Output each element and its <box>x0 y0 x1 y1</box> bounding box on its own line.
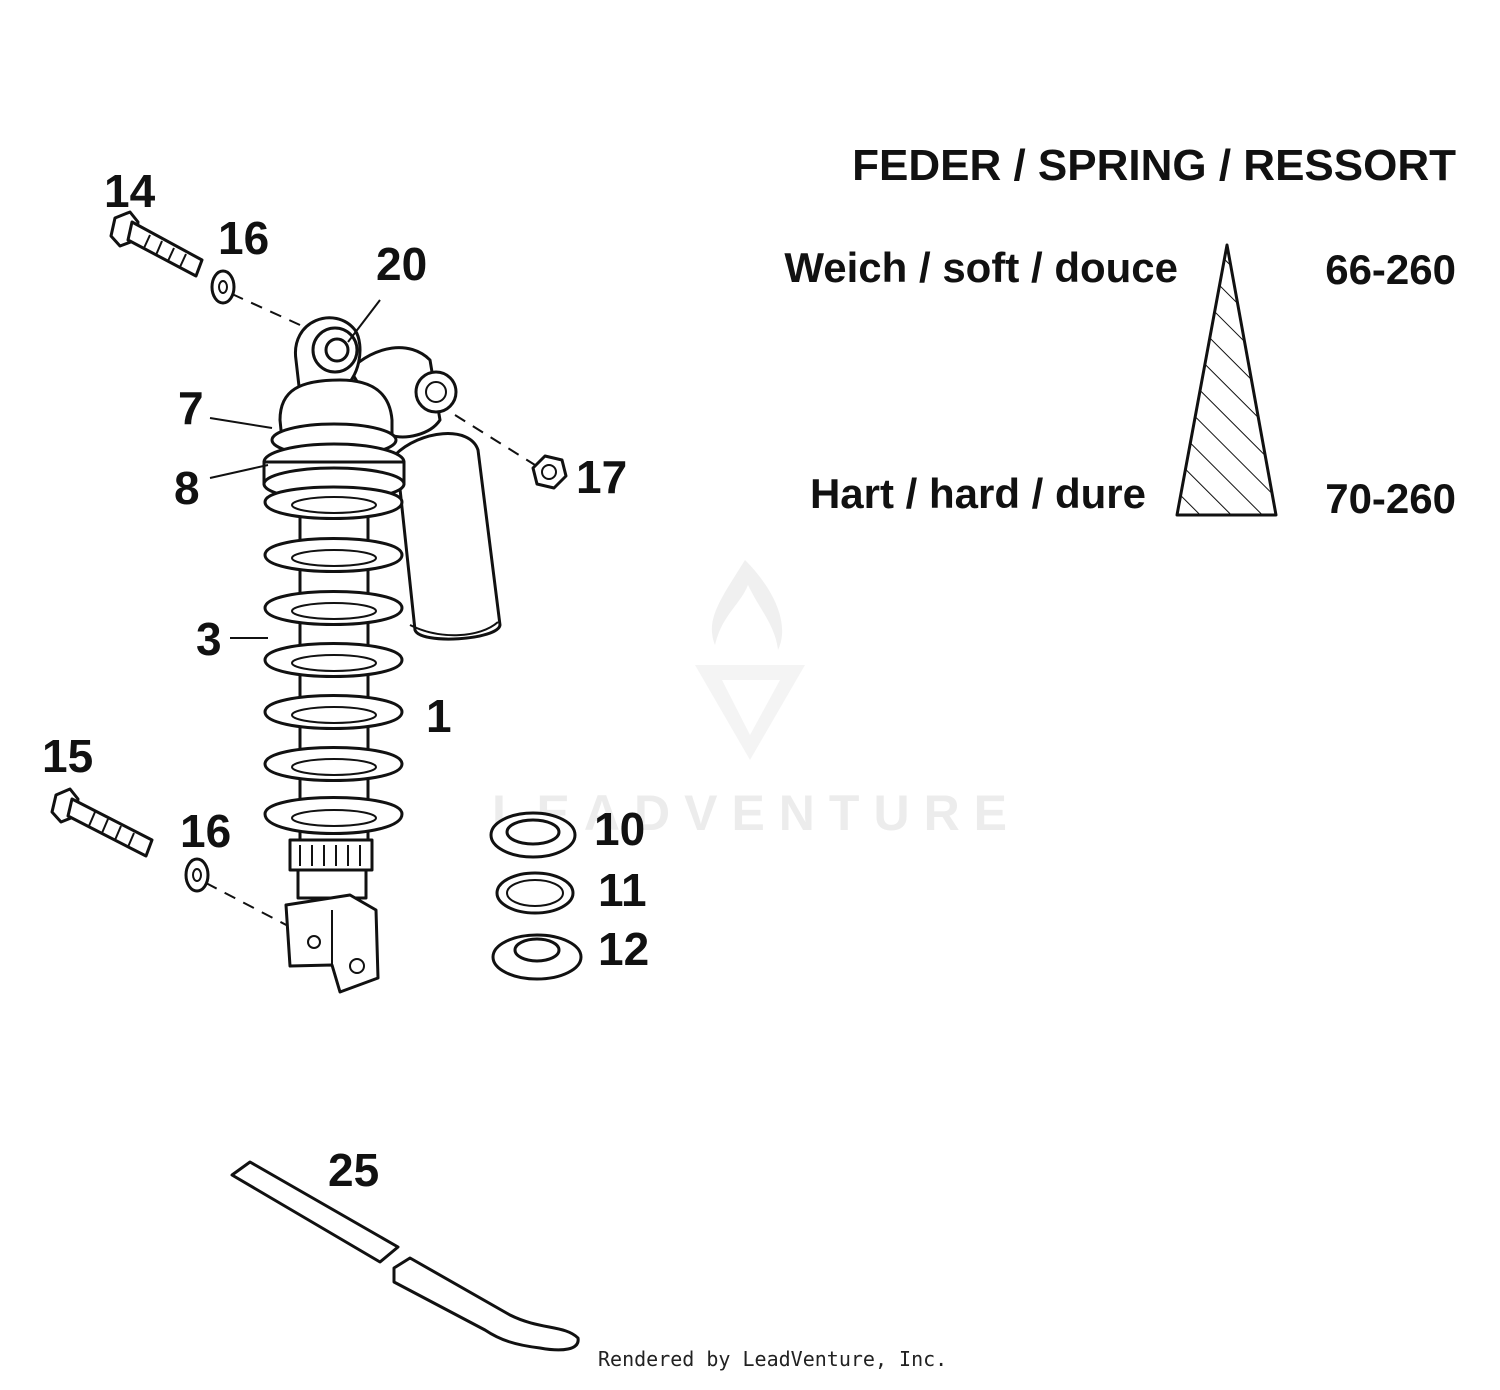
callout-20: 20 <box>376 238 427 290</box>
ring-12 <box>491 933 583 981</box>
callout-7: 7 <box>178 382 204 434</box>
soft-label: Weich / soft / douce <box>784 244 1178 291</box>
footer-credit: Rendered by LeadVenture, Inc. <box>598 1347 947 1371</box>
callout-14: 14 <box>104 165 156 217</box>
callout-1: 1 <box>426 690 452 742</box>
watermark-text: LEADVENTURE <box>492 785 1021 841</box>
leader-8 <box>209 464 269 479</box>
spring-rate-triangle <box>1175 243 1278 517</box>
nut-17 <box>531 454 568 490</box>
callout-16-upper: 16 <box>218 212 269 264</box>
callout-17: 17 <box>576 451 627 503</box>
callout-8: 8 <box>174 462 200 514</box>
ring-10 <box>489 811 577 859</box>
callout-16-lower: 16 <box>180 805 231 857</box>
assembly-line-lower <box>205 882 293 929</box>
assembly-line-nut <box>454 414 536 466</box>
leader-20 <box>347 299 381 343</box>
hard-value: 70-260 <box>1325 475 1456 522</box>
hook-spanner-25 <box>230 1160 580 1352</box>
soft-value: 66-260 <box>1325 246 1456 293</box>
bolt-14 <box>109 210 204 278</box>
watermark-logo <box>695 560 805 760</box>
legend-title: FEDER / SPRING / RESSORT <box>852 141 1456 190</box>
callout-25: 25 <box>328 1144 379 1196</box>
callout-10: 10 <box>594 803 645 855</box>
spring-3 <box>263 485 404 842</box>
callout-12: 12 <box>598 923 649 975</box>
hard-label: Hart / hard / dure <box>810 470 1146 517</box>
bolt-15 <box>50 787 154 858</box>
leader-7 <box>209 417 273 429</box>
callout-15: 15 <box>42 730 93 782</box>
upper-eye <box>294 316 362 397</box>
lower-clevis <box>284 838 380 994</box>
washer-16-upper <box>210 269 236 305</box>
callout-11: 11 <box>598 864 647 916</box>
assembly-line-upper <box>231 293 301 326</box>
callout-3: 3 <box>196 613 222 665</box>
washer-16-lower <box>184 857 210 893</box>
ring-11 <box>495 871 575 915</box>
reservoir <box>348 346 502 641</box>
